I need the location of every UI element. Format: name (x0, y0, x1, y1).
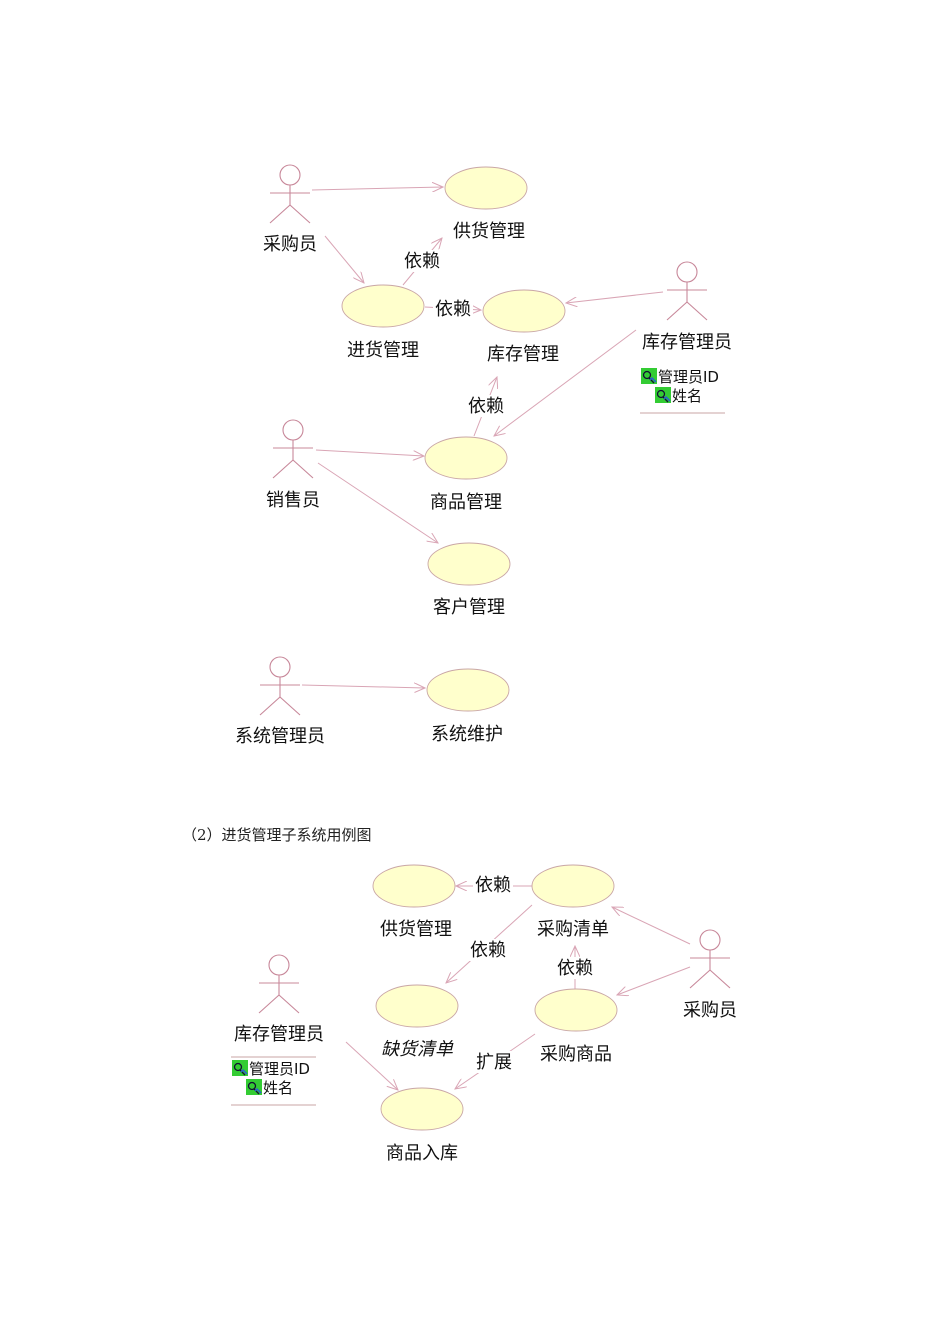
actor-label: 库存管理员 (642, 332, 732, 353)
relation-label: 依赖 (470, 940, 506, 961)
use-case-v_list[interactable]: 采购清单 (531, 864, 615, 940)
actor-attribute: 管理员ID (658, 368, 719, 386)
key-attribute-icon (641, 368, 657, 384)
relation-arrow[interactable] (617, 966, 691, 995)
actor-label: 库存管理员 (234, 1024, 324, 1045)
key-attribute-icon (655, 387, 671, 403)
actor-a_stock[interactable] (666, 261, 708, 321)
use-case-label: 采购清单 (537, 919, 609, 940)
relation-label: 扩展 (476, 1052, 512, 1073)
use-case-label: 采购商品 (540, 1044, 612, 1065)
relation-label: 依赖 (435, 299, 471, 320)
use-case-v_buy[interactable]: 采购商品 (534, 988, 618, 1065)
actor-attribute: 管理员ID (249, 1060, 310, 1078)
relation-arrow[interactable] (317, 462, 438, 543)
key-attribute-icon (232, 1060, 248, 1076)
actor-attribute: 姓名 (263, 1079, 293, 1097)
relation-arrow[interactable] (324, 235, 364, 283)
use-case-u_purchase[interactable]: 进货管理 (341, 284, 425, 361)
use-case-label: 进货管理 (347, 340, 419, 361)
use-case-u_maint[interactable]: 系统维护 (426, 668, 510, 745)
relation-label: 依赖 (557, 958, 593, 979)
use-case-label: 商品管理 (430, 492, 502, 513)
relation-arrow[interactable] (566, 291, 664, 303)
use-case-u_customer[interactable]: 客户管理 (427, 542, 511, 618)
key-attribute-icon (246, 1079, 262, 1095)
use-case-v_supply[interactable]: 供货管理 (372, 864, 456, 940)
relation-arrow[interactable] (494, 329, 637, 436)
relation-label: 依赖 (475, 875, 511, 896)
actor-a_purchaser[interactable] (269, 164, 311, 224)
b_b_stock[interactable] (258, 954, 300, 1014)
use-case-label: 供货管理 (453, 221, 525, 242)
use-case-u_supply[interactable]: 供货管理 (444, 166, 528, 242)
use-case-label: 客户管理 (433, 597, 505, 618)
actor-label: 采购员 (263, 234, 317, 255)
use-case-v_in[interactable]: 商品入库 (380, 1087, 464, 1164)
relation-arrow[interactable] (311, 187, 443, 190)
actor-a_admin[interactable] (259, 656, 301, 716)
use-case-u_goods[interactable]: 商品管理 (424, 436, 508, 513)
actor-label: 系统管理员 (235, 726, 325, 747)
use-case-label: 库存管理 (487, 344, 559, 365)
relation-label: 依赖 (404, 251, 440, 272)
relation-arrow[interactable] (315, 449, 424, 456)
actor-attribute: 姓名 (672, 387, 702, 405)
actor-label: 销售员 (266, 490, 320, 511)
use-case-label: 系统维护 (431, 724, 503, 745)
relation-arrow[interactable] (345, 1041, 398, 1090)
use-case-label: 商品入库 (386, 1143, 458, 1164)
relation-label: 依赖 (468, 396, 504, 417)
actor-a_sales[interactable] (272, 419, 314, 479)
actor-label: 采购员 (683, 1000, 737, 1021)
figure-caption: （2）进货管理子系统用例图 (182, 826, 372, 844)
relation-arrow[interactable] (612, 907, 691, 945)
b_b_purchaser[interactable] (689, 929, 731, 989)
use-case-u_inventory[interactable]: 库存管理 (482, 289, 566, 365)
use-case-label: 缺货清单 (381, 1039, 454, 1060)
use-case-v_short[interactable]: 缺货清单 (375, 984, 459, 1060)
relation-arrow[interactable] (301, 685, 425, 688)
use-case-label: 供货管理 (380, 919, 452, 940)
